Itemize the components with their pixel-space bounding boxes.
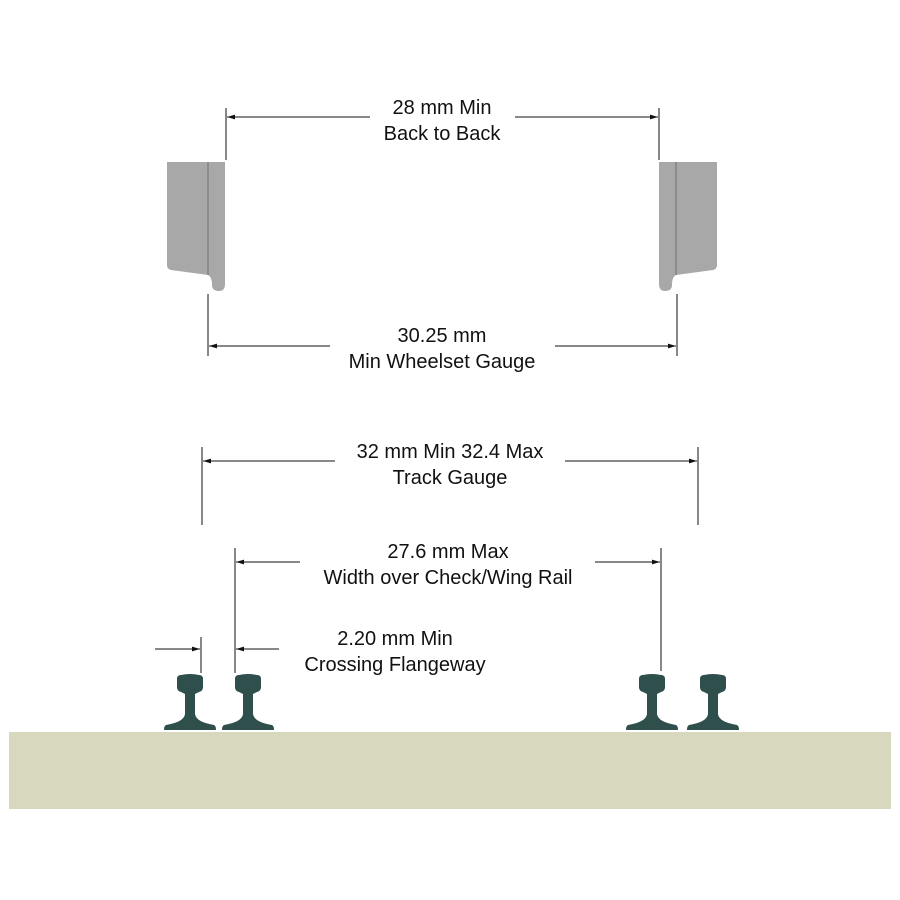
wheelset-gauge-label: Min Wheelset Gauge xyxy=(349,351,536,373)
rail-2 xyxy=(222,674,274,730)
back-to-back-dimension-line xyxy=(225,108,660,160)
flangeway-value: 2.20 mm Min xyxy=(337,628,453,650)
wheelset-gauge-value: 30.25 mm xyxy=(398,325,487,347)
track-gauge-value: 32 mm Min 32.4 Max xyxy=(357,441,544,463)
check-rail-dimension-line xyxy=(234,548,662,673)
right-wheel xyxy=(659,162,717,291)
rail-4 xyxy=(687,674,739,730)
back-to-back-label: Back to Back xyxy=(384,123,502,145)
check-rail-label: Width over Check/Wing Rail xyxy=(324,567,573,589)
check-rail-value: 27.6 mm Max xyxy=(387,541,508,563)
track-gauge-label: Track Gauge xyxy=(393,467,508,489)
ground xyxy=(9,732,891,809)
back-to-back-value: 28 mm Min xyxy=(393,97,492,119)
flangeway-label: Crossing Flangeway xyxy=(304,654,485,676)
track-gauge-dimension-line xyxy=(201,447,699,525)
wheelset-gauge-dimension-line xyxy=(207,294,678,356)
flangeway-dimension-line xyxy=(155,637,279,673)
left-wheel xyxy=(167,162,225,291)
rail-3 xyxy=(626,674,678,730)
rail-1 xyxy=(164,674,216,730)
